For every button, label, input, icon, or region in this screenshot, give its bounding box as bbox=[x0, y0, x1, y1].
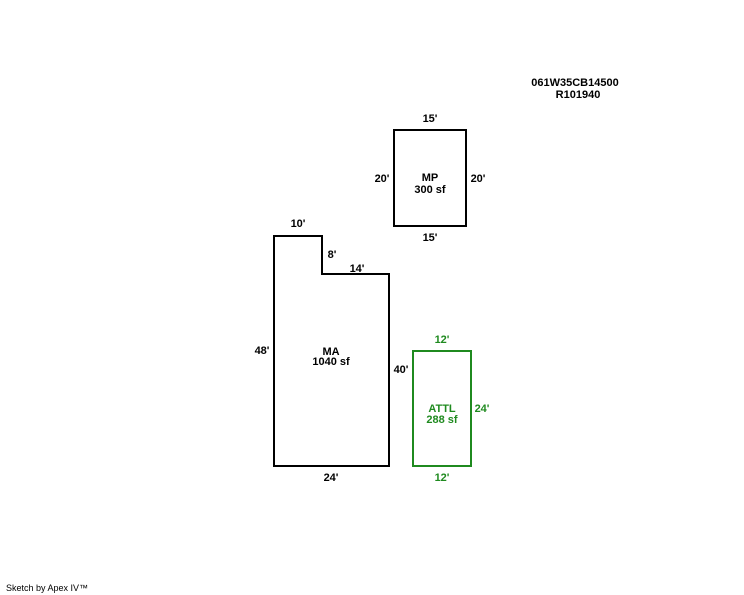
ma-outline bbox=[273, 235, 390, 467]
attl-area: 288 sf bbox=[426, 414, 458, 426]
mp-outline bbox=[393, 129, 467, 227]
mp-area: 300 sf bbox=[414, 184, 446, 196]
area-attl: 12' 12' 24' ATTL 288 sf bbox=[412, 334, 490, 484]
ma-dim-notch-top: 14' bbox=[350, 263, 365, 275]
ma-dim-bottom: 24' bbox=[324, 472, 339, 484]
parcel-id: 061W35CB14500 bbox=[531, 77, 618, 89]
mp-dim-left: 20' bbox=[375, 173, 390, 185]
attl-dim-top: 12' bbox=[435, 334, 450, 346]
attl-dim-bottom: 12' bbox=[435, 472, 450, 484]
attl-code: ATTL bbox=[428, 403, 456, 415]
attl-dim-right: 24' bbox=[475, 403, 490, 415]
mp-dim-top: 15' bbox=[423, 113, 438, 125]
ma-code: MA bbox=[322, 346, 339, 358]
sketch-credit: Sketch by Apex IV™ bbox=[6, 583, 88, 593]
attl-outline bbox=[412, 350, 472, 467]
ma-dim-top: 10' bbox=[291, 218, 306, 230]
area-ma: 10' 8' 14' 48' 40' 24' MA 1040 sf bbox=[255, 218, 409, 484]
ma-dim-right: 40' bbox=[394, 364, 409, 376]
ma-area: 1040 sf bbox=[312, 356, 350, 368]
mp-dim-right: 20' bbox=[471, 173, 486, 185]
ma-dim-left: 48' bbox=[255, 345, 270, 357]
mp-dim-bottom: 15' bbox=[423, 232, 438, 244]
mp-code: MP bbox=[422, 172, 439, 184]
area-mp: 15' 15' 20' 20' MP 300 sf bbox=[375, 113, 486, 244]
ma-dim-notch-side: 8' bbox=[328, 249, 337, 261]
account-id: R101940 bbox=[556, 89, 601, 101]
